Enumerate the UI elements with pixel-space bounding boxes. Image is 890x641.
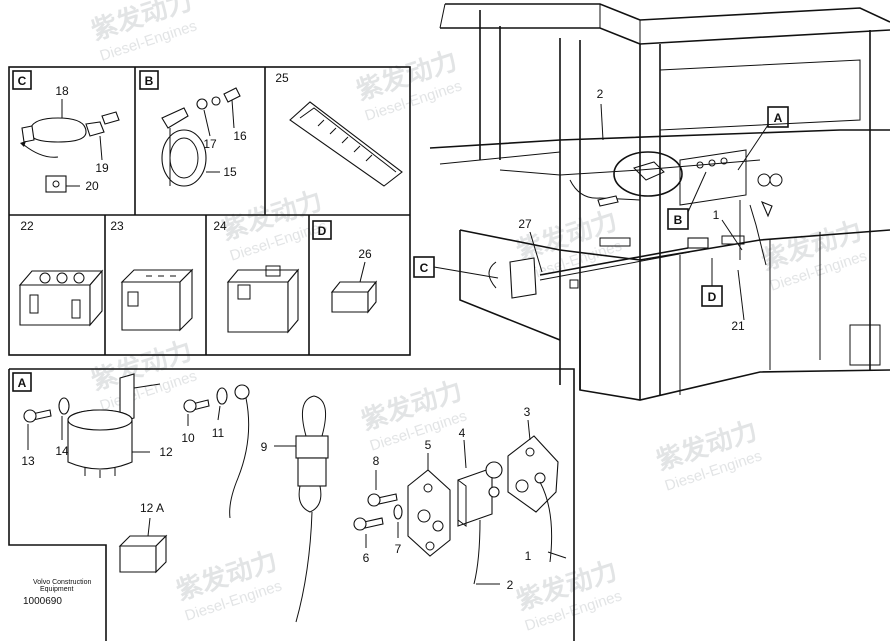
panel-c: C 18 19 20	[12, 70, 120, 193]
relay-bracket-part	[119, 373, 135, 423]
callout-18: 18	[55, 84, 69, 98]
detail-a-frame	[8, 368, 575, 641]
callout-24: 24	[213, 219, 227, 233]
panel-24: 24	[213, 219, 300, 334]
callout-3: 3	[524, 405, 531, 419]
callout-23: 23	[110, 219, 124, 233]
washer-14-part	[58, 397, 70, 415]
cab-tag-a: A	[774, 111, 783, 125]
connector-loop	[301, 395, 327, 437]
callout-26: 26	[358, 247, 372, 261]
cable-harness-27	[539, 247, 689, 276]
screw-8-part	[377, 493, 398, 505]
steering-wheel	[613, 151, 683, 197]
relay-12-part	[67, 420, 133, 470]
callout-1: 1	[525, 549, 532, 563]
cab-callout-1: 1	[713, 208, 720, 222]
callout-13: 13	[21, 454, 35, 468]
ring-terminal-part	[234, 384, 250, 400]
cab-illustration: 2 1 21 27 A B C D	[413, 3, 890, 401]
footer-company-2: Equipment	[40, 586, 74, 593]
hose-clamp-part	[29, 117, 87, 143]
panel-d: D 26	[312, 220, 378, 314]
callout-2: 2	[507, 578, 514, 592]
drawing-number: 1000690	[23, 596, 62, 607]
cab-tag-d: D	[708, 290, 717, 304]
callout-4: 4	[459, 426, 466, 440]
relay-part	[331, 291, 369, 313]
panel-22: 22	[18, 219, 104, 327]
relay-box	[509, 257, 537, 299]
callout-6: 6	[363, 551, 370, 565]
callout-10: 10	[181, 431, 195, 445]
connector-9-part	[295, 435, 329, 459]
detail-grid: C 18 19 20 B 16	[8, 66, 411, 356]
panel-c-tag: C	[18, 74, 27, 88]
panel-25: 25	[275, 71, 403, 187]
cab-callout-27: 27	[518, 217, 532, 231]
ground-wire	[229, 397, 250, 519]
callout-7: 7	[395, 542, 402, 556]
cab-callout-21: 21	[731, 319, 745, 333]
cab-callout-2: 2	[597, 87, 604, 101]
washer-7-part	[393, 504, 403, 520]
cable-grommet-part	[161, 129, 207, 187]
callout-17: 17	[203, 137, 217, 151]
callout-11: 11	[212, 426, 225, 440]
callout-19: 19	[95, 161, 109, 175]
callout-16: 16	[233, 129, 247, 143]
dashboard	[679, 149, 747, 206]
callout-25: 25	[275, 71, 289, 85]
screw-6-part	[363, 517, 384, 529]
footer-company-1: Volvo Construction	[33, 579, 91, 586]
detail-a: A 13 14 12 10 11 9	[8, 368, 575, 641]
detail-grid-frame	[8, 66, 411, 356]
fuse-holder-part	[289, 101, 403, 187]
callout-20: 20	[85, 179, 99, 193]
washer-11-part	[216, 387, 228, 405]
rear-window	[659, 59, 861, 131]
callout-12a: 12 A	[140, 501, 164, 515]
callout-15: 15	[223, 165, 237, 179]
relay-12a-part	[119, 545, 157, 573]
callout-14: 14	[55, 444, 69, 458]
callout-5: 5	[425, 438, 432, 452]
callout-8: 8	[373, 454, 380, 468]
panel-b: B 16 17 15	[139, 70, 247, 187]
insulator-block-4-part	[457, 467, 493, 527]
panel-b-tag: B	[145, 74, 154, 88]
terminal-plate-3-part	[507, 435, 559, 513]
callout-22: 22	[20, 219, 34, 233]
clip-nut-part	[45, 175, 67, 193]
callout-9: 9	[261, 440, 268, 454]
panel-d-tag: D	[318, 224, 327, 238]
detail-a-tag: A	[18, 376, 27, 390]
screw-part	[101, 111, 120, 125]
cab-tag-b: B	[674, 213, 683, 227]
callout-12: 12	[159, 445, 173, 459]
connector-housing-part	[227, 281, 289, 333]
cab-tag-c: C	[420, 261, 429, 275]
panel-23: 23	[110, 219, 194, 332]
